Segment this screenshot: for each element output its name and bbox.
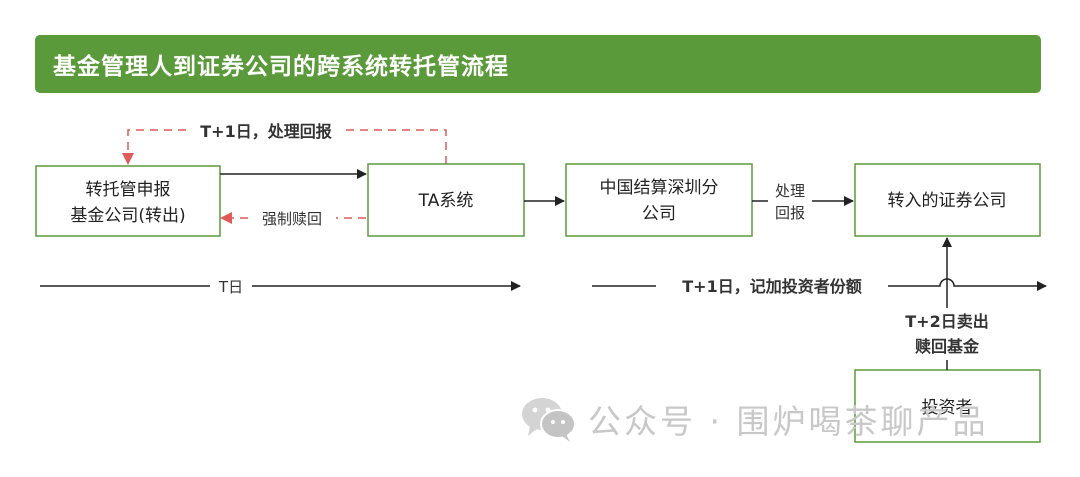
node-broker-box [854,163,1041,237]
page-title: 基金管理人到证券公司的跨系统转托管流程 [53,54,509,80]
label-t-day: T日 [218,278,243,296]
label-t2-sell-2: 赎回基金 [915,337,980,356]
node-declare-line1: 转托管申报 [86,180,171,200]
label-bg-t2-sell [890,308,1004,360]
watermark: 公众号 · 围炉喝茶聊产品 [520,394,988,444]
node-declare-box [35,165,221,237]
node-investor-label: 投资者 [922,398,973,418]
node-csdc-box [565,163,753,237]
node-ta-label: TA系统 [418,191,474,211]
label-bg-reply [768,180,812,224]
node-ta-box [367,163,525,237]
node-investor-box [854,369,1041,443]
wechat-icon [522,398,576,442]
node-declare-line2: 基金公司(转出) [70,206,185,226]
label-bg-t-day [210,276,252,298]
label-forced-redeem: 强制赎回 [262,210,322,228]
title-banner: 基金管理人到证券公司的跨系统转托管流程 [35,35,1041,93]
label-t2-sell-1: T+2日卖出 [905,312,988,331]
node-csdc-line1: 中国结算深圳分 [600,178,719,198]
label-bg-t1-reply [186,120,346,140]
watermark-text: 公众号 · 围炉喝茶聊产品 [588,402,989,441]
node-broker-label: 转入的证券公司 [888,191,1007,211]
label-process-reply-2: 回报 [775,204,805,222]
node-csdc-line2: 公司 [642,204,676,224]
label-t1-process-reply: T+1日，处理回报 [200,122,331,141]
label-t1-record: T+1日，记加投资者份额 [682,277,861,296]
dashed-reply-loop [122,129,447,165]
label-bg-t1-record [656,274,888,298]
label-process-reply-1: 处理 [775,182,805,200]
